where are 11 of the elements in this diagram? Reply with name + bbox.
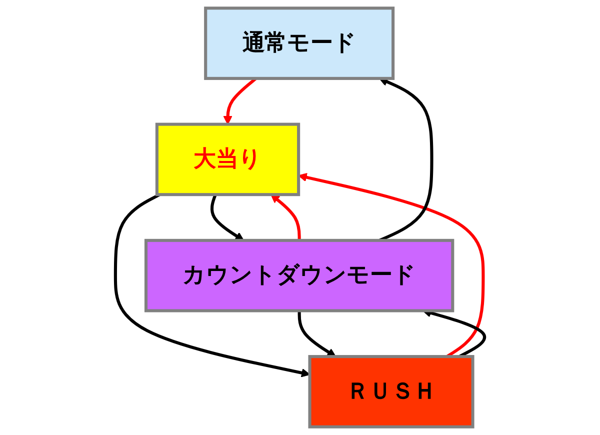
arrow — [378, 78, 434, 242]
arrow — [298, 172, 485, 358]
arrow — [210, 194, 244, 241]
node-box: 大当り — [155, 122, 300, 196]
arrow — [223, 77, 257, 125]
node-box: 通常モード — [204, 6, 395, 80]
arrow — [298, 310, 336, 357]
arrow — [270, 194, 301, 240]
node-box: カウントダウンモード — [144, 238, 454, 312]
arrow — [114, 193, 310, 378]
node-box: ＲＵＳＨ — [308, 355, 474, 428]
